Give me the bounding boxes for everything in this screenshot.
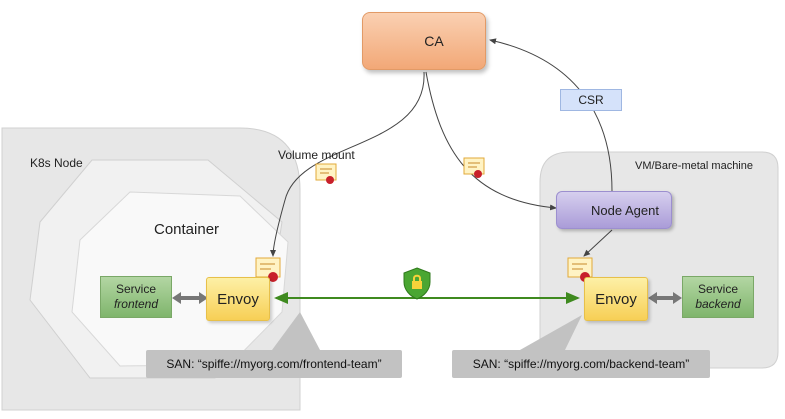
right-envoy: Envoy (584, 277, 648, 321)
ca-to-agent-connector (425, 71, 557, 211)
san-frontend-callout: SAN: “spiffe://myorg.com/frontend-team” (146, 350, 402, 378)
service-frontend: Service frontend (100, 276, 172, 318)
node-agent: Node Agent (556, 191, 672, 229)
container-label: Container (154, 221, 220, 238)
right-envoy-label: Envoy (595, 290, 637, 308)
vm-label: VM/Bare-metal machine (635, 160, 753, 172)
frontend-envoy-link (172, 292, 208, 304)
ca-node: CA (362, 12, 486, 70)
service-frontend-name: frontend (113, 297, 159, 311)
san-backend-callout: SAN: “spiffe://myorg.com/backend-team” (452, 350, 710, 378)
volume-mount-label: Volume mount (278, 148, 355, 162)
san-frontend-label: SAN: “spiffe://myorg.com/frontend-team” (166, 357, 382, 371)
san-backend-label: SAN: “spiffe://myorg.com/backend-team” (472, 357, 690, 371)
san-frontend-pointer (272, 312, 320, 350)
service-backend-name: backend (695, 297, 741, 311)
ca-label: CA (424, 33, 444, 49)
left-envoy: Envoy (206, 277, 270, 321)
certificate-icon (315, 163, 337, 184)
agent-to-right-envoy-connector (583, 229, 613, 257)
ca-to-left-envoy-connector (270, 71, 425, 257)
node-agent-label: Node Agent (591, 202, 659, 218)
service-backend: Service backend (682, 276, 754, 318)
backend-envoy-link (648, 292, 682, 304)
csr-box: CSR (560, 89, 622, 111)
left-envoy-label: Envoy (217, 290, 259, 308)
csr-label: CSR (578, 93, 604, 107)
k8s-node-label: K8s Node (30, 156, 83, 170)
shield-lock-icon (403, 267, 431, 300)
service-frontend-title: Service (115, 282, 156, 296)
certificate-icon (463, 157, 485, 178)
service-backend-title: Service (697, 282, 738, 296)
san-backend-pointer (520, 315, 582, 350)
